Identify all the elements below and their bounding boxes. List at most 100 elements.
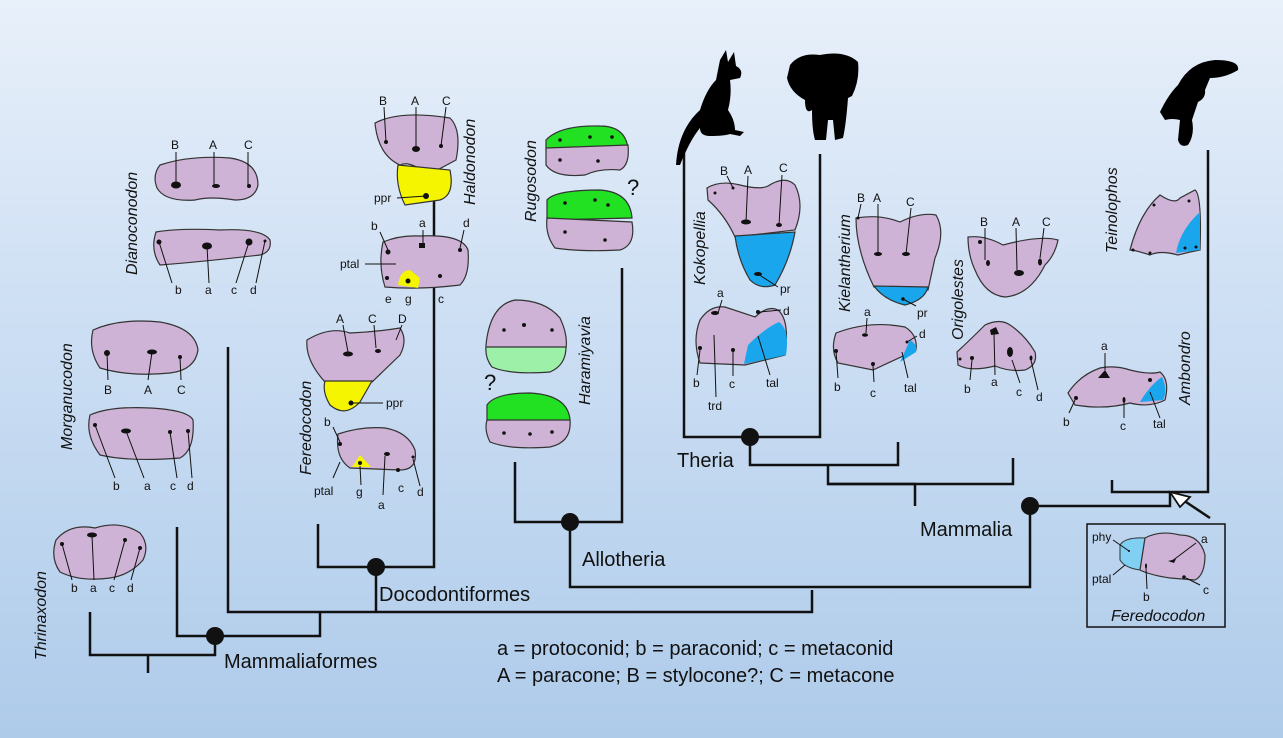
taxon-thrinaxodon: b a c d Thrinaxodon — [33, 524, 147, 660]
branch-monotremes — [1110, 150, 1210, 494]
tooth-lower — [53, 524, 147, 580]
cusp-label-a: a — [717, 286, 724, 300]
cusp-label-c: c — [1203, 583, 1209, 597]
cusp-label-phy: phy — [1092, 530, 1111, 544]
pointer-arrow-head — [1167, 490, 1192, 509]
tooth-upper-yellow-region — [396, 164, 452, 206]
cusp-label-a: a — [1101, 339, 1108, 353]
cusp-label-b: b — [175, 283, 182, 297]
cusp-label-A: A — [209, 138, 217, 152]
inset-tooth — [1139, 532, 1206, 581]
cusp-label-tal: tal — [766, 376, 779, 390]
cusp-label-a: a — [991, 375, 998, 389]
taxon-kokopellia: B A C pr a d b c tal trd Kokopellia — [692, 161, 801, 413]
cusp-label-a: a — [864, 305, 871, 319]
tooth-upper — [90, 320, 199, 375]
cusp-label-b: b — [834, 380, 841, 394]
cusp-label-b: b — [1143, 590, 1150, 604]
cusp-label-pr: pr — [780, 282, 791, 296]
node-mammalia — [1021, 497, 1039, 515]
cusp-label-B: B — [104, 383, 112, 397]
cusp-label-b: b — [964, 382, 971, 396]
branch-dianoconodon — [226, 347, 814, 614]
cusp-label-b: b — [113, 479, 120, 493]
taxon-name-haramiyavia: Haramiyavia — [577, 316, 594, 405]
cusp-label-d: d — [919, 327, 926, 341]
taxon-name-teinolophos: Teinolophos — [1104, 167, 1121, 253]
taxon-haldonodon: B A C ppr b a d ptal e g c Haldonodon — [340, 94, 479, 306]
cusp-label-A: A — [1012, 215, 1020, 229]
branch-origolestes — [828, 458, 1015, 486]
branch-kielantherium — [748, 437, 900, 467]
tooth-lower — [88, 407, 194, 461]
cusp-label-C: C — [779, 161, 788, 175]
cusp-label-A: A — [411, 94, 419, 108]
cusp-label-e: e — [385, 292, 392, 306]
cusp-label-d: d — [417, 485, 424, 499]
tooth-lower — [832, 323, 917, 371]
cusp-label-C: C — [442, 94, 451, 108]
cusp-label-a: a — [90, 581, 97, 595]
taxon-name-thrinaxodon: Thrinaxodon — [33, 571, 50, 660]
cusp-label-b: b — [693, 376, 700, 390]
tooth-upper-yellow-region — [323, 380, 374, 412]
cusp-label-g: g — [405, 292, 412, 306]
tree-nodes — [206, 428, 1039, 645]
tooth-upper — [706, 179, 801, 238]
cusp-label-C: C — [368, 312, 377, 326]
cusp-label-a: a — [205, 283, 212, 297]
tooth-blue-region — [1176, 212, 1200, 253]
tooth-upper-blue-region — [734, 231, 796, 288]
branch-allotheria-mammalia — [568, 506, 1032, 589]
tooth-upper — [485, 299, 567, 349]
tooth-lower — [485, 419, 571, 449]
inset-frame — [1086, 523, 1226, 628]
cusp-label-C: C — [177, 383, 186, 397]
cusp-label-b: b — [1063, 415, 1070, 429]
clade-label-mammalia: Mammalia — [920, 519, 1013, 541]
branch-morganucodon — [175, 527, 322, 638]
cusp-label-C: C — [906, 195, 915, 209]
cusp-label-A: A — [744, 163, 752, 177]
cusp-label-c: c — [170, 479, 176, 493]
taxon-rugosodon: ? Rugosodon — [523, 125, 639, 252]
cusp-label-d: d — [1036, 390, 1043, 404]
taxon-name-kielantherium: Kielantherium — [837, 214, 854, 312]
cusp-label-a: a — [378, 498, 385, 512]
cusp-label-pr: pr — [917, 306, 928, 320]
tooth-lower — [336, 427, 417, 471]
tooth-upper — [967, 236, 1059, 298]
cusp-label-ptal: ptal — [340, 257, 359, 271]
branch-thrinaxodon — [88, 612, 217, 657]
clade-label-allotheria: Allotheria — [582, 549, 666, 571]
taxon-feredocodon: A C D ppr b ptal g a c d Feredocodon — [298, 312, 424, 512]
cusp-label-B: B — [379, 94, 387, 108]
cusp-label-ppr: ppr — [374, 191, 391, 205]
node-docodontiformes — [367, 558, 385, 576]
taxon-teinolophos: Teinolophos — [1104, 167, 1202, 256]
cusp-label-a: a — [419, 216, 426, 230]
tree-branches — [88, 150, 1210, 673]
taxon-haramiyavia: ? Haramiyavia — [484, 299, 594, 449]
cusp-label-c: c — [1120, 419, 1126, 433]
cusp-label-c: c — [870, 386, 876, 400]
tooth-lower — [1067, 366, 1168, 408]
uncertain-mark: ? — [484, 370, 496, 395]
taxon-name-ambondro: Ambondro — [1177, 331, 1194, 406]
cusp-label-c: c — [438, 292, 444, 306]
cusp-label-C: C — [1042, 215, 1051, 229]
tooth-upper — [154, 156, 259, 201]
cusp-label-b: b — [324, 415, 331, 429]
cusp-label-b: b — [371, 219, 378, 233]
taxon-dianoconodon: B A C b a c d Dianoconodon — [124, 138, 271, 297]
taxon-kielantherium: B A C pr a d b c tal Kielantherium — [832, 191, 942, 400]
taxon-name-haldonodon: Haldonodon — [462, 119, 479, 205]
cusp-label-c: c — [398, 481, 404, 495]
cusp-label-ptal: ptal — [314, 484, 333, 498]
legend-upper-cusps: A = paracone; B = stylocone?; C = metaco… — [497, 665, 894, 687]
taxon-name-rugosodon: Rugosodon — [523, 140, 540, 222]
tooth-upper — [306, 327, 405, 383]
branch-mammalia-right — [1030, 492, 1172, 508]
taxon-name-inset-feredocodon: Feredocodon — [1111, 608, 1205, 625]
